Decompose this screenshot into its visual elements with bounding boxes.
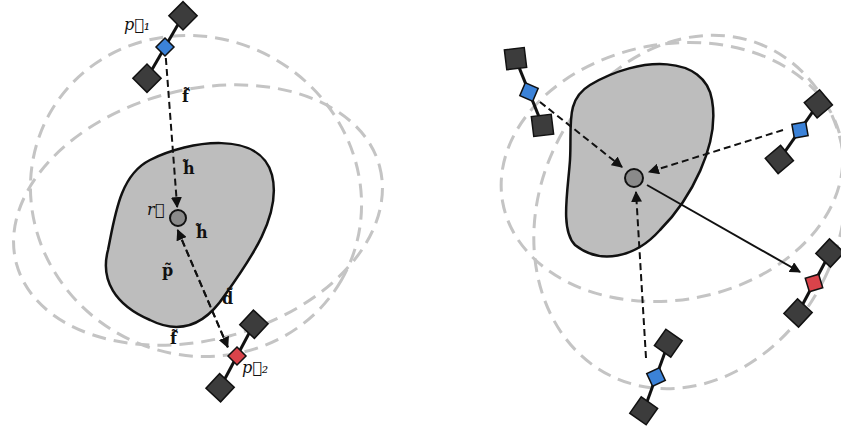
satellite-node: p⃗₂ xyxy=(228,347,246,365)
satellite-panels xyxy=(130,0,199,95)
orbit xyxy=(477,0,841,433)
target-point: r⃗ xyxy=(169,209,187,227)
signal-arrow xyxy=(540,102,800,358)
satellite-icon xyxy=(781,236,841,329)
target-point xyxy=(625,169,643,187)
point-marker xyxy=(169,209,187,227)
satellite-panels xyxy=(204,308,271,405)
satellite-body xyxy=(156,38,174,56)
signal-label: h̃ xyxy=(196,224,208,242)
signal-label: d̃ xyxy=(222,290,233,308)
position-label: p⃗₁ xyxy=(124,16,150,34)
body-outline xyxy=(106,143,274,327)
orbit xyxy=(0,0,420,417)
body-outline xyxy=(566,64,713,256)
position-label: p⃗₂ xyxy=(242,359,268,377)
signal-arrow xyxy=(178,230,228,347)
satellite-icon xyxy=(628,327,684,426)
position-label: r⃗ xyxy=(147,201,164,219)
satellite-node: p⃗₁ xyxy=(156,38,174,56)
signal-label: h̃ xyxy=(183,160,195,178)
signal-label: f̃ xyxy=(170,330,177,348)
signal-label: f̃ xyxy=(182,88,189,106)
satellite-icon xyxy=(762,87,835,177)
signal-label: p̃ xyxy=(162,262,173,280)
satellite-icon xyxy=(500,43,559,142)
signal-arrow xyxy=(178,230,228,347)
signal-arrow xyxy=(166,58,177,207)
